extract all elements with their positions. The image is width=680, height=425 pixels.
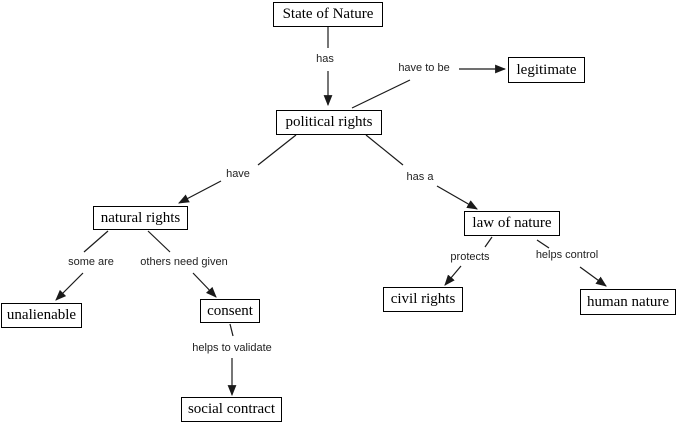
link-label-some-are[interactable]: some are	[66, 256, 116, 268]
link-label-have[interactable]: have	[224, 168, 252, 180]
edge-has-a-seg1	[365, 134, 404, 166]
edge-helps-control-seg1	[536, 239, 550, 249]
link-label-protects[interactable]: protects	[448, 251, 492, 263]
edge-protects-seg1	[484, 236, 493, 248]
edge-protects-seg2	[444, 265, 462, 286]
edge-others-need-given-seg1	[147, 230, 171, 253]
node-social-contract[interactable]: social contract	[181, 397, 282, 422]
link-label-helps-control[interactable]: helps control	[533, 249, 601, 261]
edge-others-need-given-seg2	[192, 272, 217, 298]
node-political-rights[interactable]: political rights	[276, 110, 382, 135]
edge-helps-to-validate-seg1	[229, 323, 234, 337]
edge-helps-control-seg2	[579, 266, 607, 287]
node-law-of-nature[interactable]: law of nature	[464, 211, 560, 236]
link-label-others-need-given[interactable]: others need given	[138, 256, 230, 268]
node-natural-rights[interactable]: natural rights	[93, 206, 188, 230]
edge-has-a-seg2	[436, 185, 478, 210]
link-label-helps-to-validate[interactable]: helps to validate	[190, 342, 274, 354]
edge-some-are-seg1	[83, 230, 109, 253]
link-label-has-a[interactable]: has a	[404, 171, 436, 183]
node-human-nature[interactable]: human nature	[580, 289, 676, 315]
node-state-of-nature[interactable]: State of Nature	[273, 2, 383, 27]
node-civil-rights[interactable]: civil rights	[383, 287, 463, 312]
node-consent[interactable]: consent	[200, 299, 260, 323]
edge-have-seg2	[178, 180, 222, 204]
node-unalienable[interactable]: unalienable	[1, 303, 82, 328]
edge-have-seg1	[257, 134, 297, 166]
edge-some-are-seg2	[55, 272, 84, 301]
edge-have-to-be-seg1	[351, 79, 411, 109]
link-label-has[interactable]: has	[314, 53, 336, 65]
node-legitimate[interactable]: legitimate	[508, 57, 585, 83]
link-label-have-to-be[interactable]: have to be	[396, 62, 452, 74]
